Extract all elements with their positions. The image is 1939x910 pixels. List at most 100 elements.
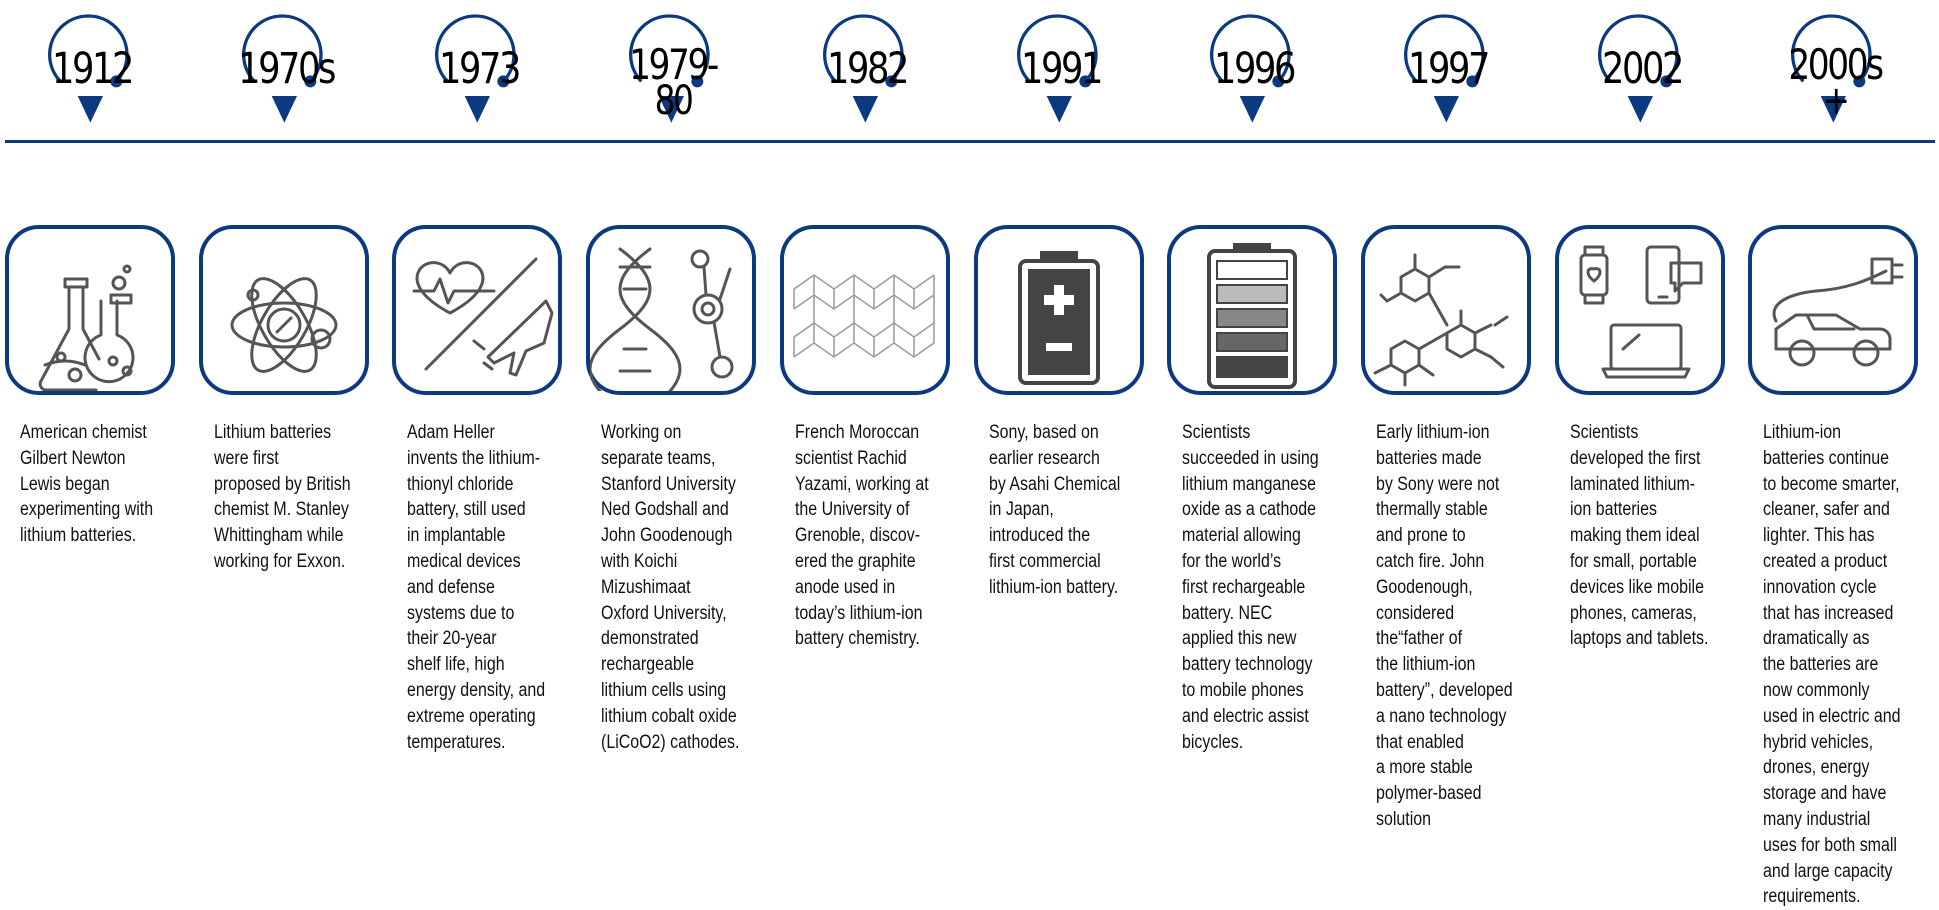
pointer-triangle [1433,96,1459,123]
pointer-triangle [658,96,685,123]
heartbeat-airplane-icon [412,257,554,377]
timeline-entry: 1979-80 Working on separate teams, Stanf… [581,0,765,906]
event-description: American chemist Gilbert Newton Lewis be… [20,422,154,547]
icon-card [1360,225,1531,395]
year-text: 2002 [1601,44,1684,94]
year-marker [48,14,129,123]
pointer-triangle [77,96,103,123]
icon-card [1748,225,1919,395]
year-arc [1597,14,1679,83]
pointer-triangle [1627,96,1653,123]
icon-card [1554,225,1725,395]
year-arc-dot [497,75,510,88]
event-description: Sony, based on earlier research by Asahi… [988,422,1120,598]
year-label: 1991 [1003,47,1118,91]
timeline-entry: 1997 Early lithium-ion batteries made by… [1356,0,1540,906]
year-arc [435,14,517,83]
year-marker [1210,14,1291,123]
year-marker [435,14,517,123]
year-text: 1997 [1407,44,1490,94]
year-text: 1996 [1214,44,1296,94]
electric-car-icon [1772,257,1904,367]
year-arc [1210,14,1291,83]
pointer-triangle [1820,96,1847,123]
year-arc [1791,14,1872,83]
timeline-entry: 1970s Lithium batteries were first propo… [194,0,378,906]
year-label: 1970s [228,47,343,91]
year-subtext: + [1822,78,1850,124]
chemistry-flasks-icon [38,264,135,391]
year-arc-dot [1853,75,1866,88]
year-label: 1912 [35,47,150,91]
year-text: 2000s [1788,40,1885,89]
year-subtext: 80 [654,78,694,124]
year-marker [241,14,323,123]
timeline-entry: 2002 Scientists developed the first lami… [1550,0,1734,906]
timeline-axis [5,140,1935,143]
year-label: 1997 [1390,47,1505,91]
year-text: 1982 [826,44,909,94]
icon-card [5,225,175,395]
dna-molecule-icon [590,247,734,391]
year-arc-dot [304,75,317,88]
pointer-triangle [1046,96,1072,123]
year-label: 1982 [809,47,924,91]
year-arc-dot [691,75,704,88]
year-arc-dot [1466,75,1479,88]
pointer-triangle [271,96,297,123]
icon-card [779,225,950,395]
event-description: Adam Heller invents the lithium- thionyl… [407,422,546,753]
atom-icon [230,277,338,373]
event-description: French Moroccan scientist Rachid Yazami,… [794,422,929,650]
year-arc-dot [1272,75,1285,88]
year-arc [629,14,710,83]
pointer-triangle [1239,96,1266,123]
year-text: 1912 [52,44,134,94]
timeline-entry: 1982 French Moroccan scientist Rachid Ya… [775,0,959,906]
year-text: 1991 [1020,44,1103,94]
battery-icon [1017,251,1100,385]
year-label: 2002 [1584,47,1699,91]
year-arc-dot [1078,75,1091,88]
timeline-entry: 1912 American chemist Gilbert Newton Lew… [0,0,184,906]
year-marker [1791,14,1872,123]
year-text: 1973 [439,44,521,94]
event-description: Scientists developed the first laminated… [1569,422,1709,650]
year-marker [1403,14,1485,123]
year-label: 1979-80 [616,44,731,124]
graphite-lattice-icon [793,274,935,358]
event-description: Scientists succeeded in using lithium ma… [1182,422,1319,753]
event-description: Lithium batteries were first proposed by… [213,422,351,572]
year-arc [241,14,323,83]
icon-card [198,225,369,395]
year-label: 1973 [422,47,537,91]
year-text: 1970s [237,44,336,94]
timeline-entry: 2000s+ Lithium-ion batteries continue to… [1743,0,1927,907]
year-arc-dot [110,75,123,88]
timeline-entry: 1991 Sony, based on earlier research by … [969,0,1153,906]
icon-card [1167,225,1338,395]
devices-icon [1579,245,1703,379]
year-arc-dot [1659,75,1672,88]
year-arc [1403,14,1485,83]
battery-levels-icon [1207,243,1298,389]
year-label: 2000s+ [1778,44,1893,124]
icon-card [586,225,757,395]
pointer-triangle [465,96,491,123]
year-marker [1016,14,1098,123]
pointer-triangle [852,96,878,123]
icon-card [392,225,563,395]
year-text: 1979- [629,40,719,89]
icon-card [973,225,1144,395]
year-arc [822,14,904,83]
event-description: Lithium-ion batteries continue to become… [1763,422,1901,908]
year-marker [1597,14,1679,123]
year-marker [822,14,904,123]
polymer-molecule-icon [1373,253,1509,387]
year-arc [48,14,129,83]
year-arc [1016,14,1098,83]
timeline-entry: 1996 Scientists succeeded in using lithi… [1162,0,1346,906]
timeline-entry: 1973 Adam Heller invents the lithium- th… [387,0,571,906]
year-label: 1996 [1197,47,1312,91]
